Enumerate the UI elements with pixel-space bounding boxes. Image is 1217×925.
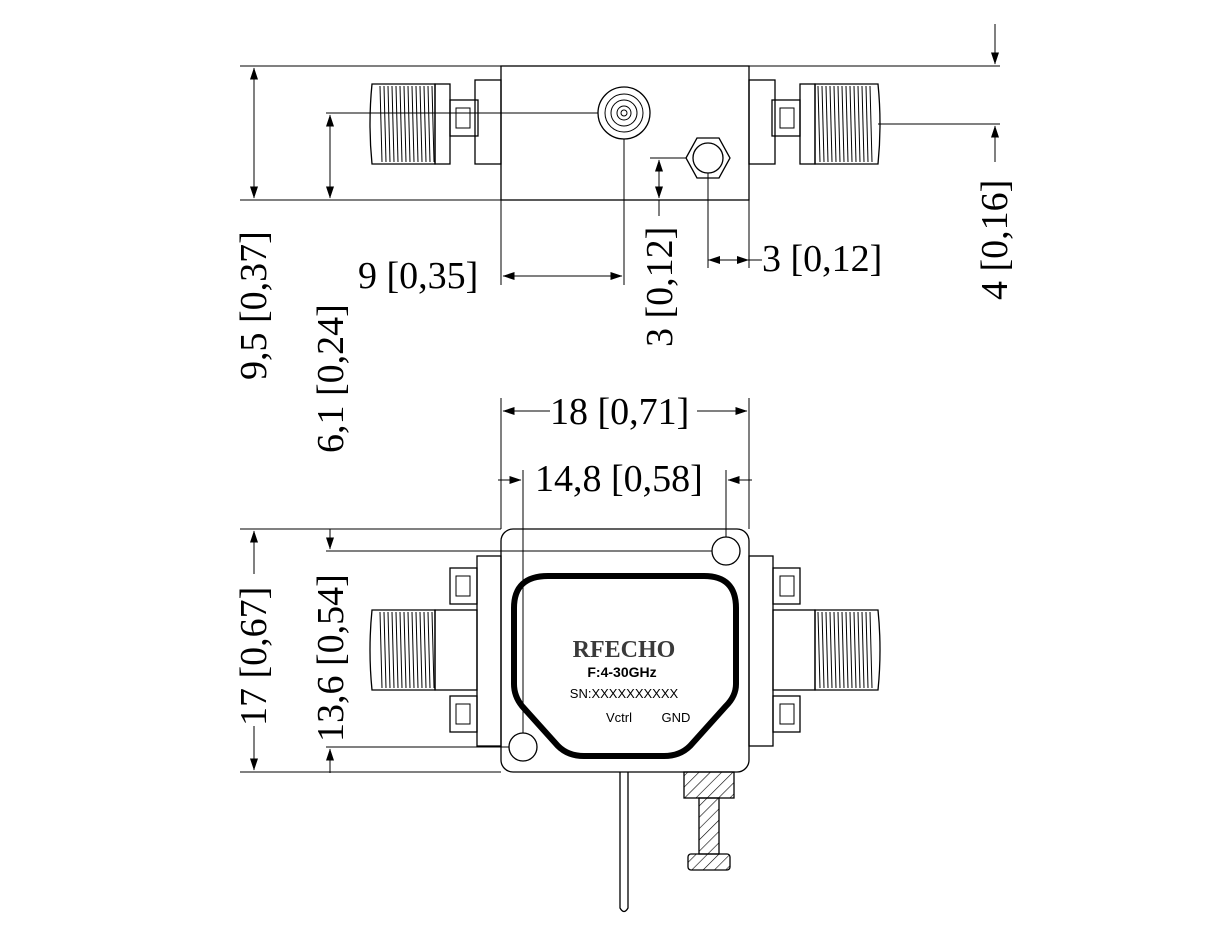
- thread-line: [861, 85, 865, 163]
- side-body: [500, 65, 750, 201]
- thread-lines: [817, 85, 873, 163]
- thread-line: [431, 611, 435, 689]
- thread-line: [845, 611, 849, 689]
- thread-line: [399, 611, 403, 689]
- thread-line: [391, 611, 395, 689]
- thread-line: [853, 611, 857, 689]
- dim-height-total: 9,5 [0,37]: [233, 231, 275, 380]
- mount-hole-top-right: [711, 536, 741, 566]
- dim-hole-spacing-x: 14,8 [0,58]: [535, 458, 703, 500]
- tuning-port: [597, 86, 651, 140]
- dim-body-height: 17 [0,67]: [233, 587, 275, 726]
- thread-line: [379, 85, 383, 163]
- serial-text: SN:XXXXXXXXXX: [570, 686, 679, 701]
- thread-line: [821, 611, 825, 689]
- thread-line: [841, 85, 845, 163]
- thread-line: [837, 611, 841, 689]
- thread-line: [415, 611, 419, 689]
- thread-line: [379, 611, 383, 689]
- thread-line: [423, 85, 427, 163]
- thread-line: [419, 611, 423, 689]
- thread-line: [841, 611, 845, 689]
- dim-body-width: 18 [0,71]: [550, 391, 689, 433]
- thread-line: [391, 85, 395, 163]
- frequency-text: F:4-30GHz: [587, 664, 656, 680]
- thread-line: [419, 85, 423, 163]
- thread-line: [817, 85, 821, 163]
- thread-line: [403, 85, 407, 163]
- thread-line: [849, 611, 853, 689]
- thread-line: [869, 611, 873, 689]
- thread-line: [865, 611, 869, 689]
- pin-gnd-text: GND: [662, 710, 691, 725]
- thread-line: [861, 611, 865, 689]
- thread-line: [817, 611, 821, 689]
- thread-line: [411, 85, 415, 163]
- thread-lines: [379, 611, 435, 689]
- thread-line: [849, 85, 853, 163]
- thread-line: [395, 611, 399, 689]
- brand-text: RFECHO: [573, 637, 676, 663]
- thread-line: [431, 85, 435, 163]
- thread-line: [427, 611, 431, 689]
- thread-line: [833, 85, 837, 163]
- side-view: 9,5 [0,37] 6,1 [0,24] 9 [0,35] 3 [0,12] …: [233, 24, 1016, 453]
- pin-vctrl-text: Vctrl: [606, 710, 632, 725]
- thread-line: [387, 611, 391, 689]
- dim-height-center: 6,1 [0,24]: [310, 304, 352, 453]
- thread-line: [837, 85, 841, 163]
- thread-line: [825, 85, 829, 163]
- thread-line: [407, 611, 411, 689]
- thread-line: [387, 85, 391, 163]
- top-view: RFECHO F:4-30GHz SN:XXXXXXXXXX Vctrl GND: [233, 391, 881, 913]
- thread-line: [857, 85, 861, 163]
- thread-line: [865, 85, 869, 163]
- thread-line: [411, 611, 415, 689]
- dim-ctrl-height: 3 [0,12]: [639, 227, 681, 347]
- thread-line: [423, 611, 427, 689]
- thread-line: [869, 85, 873, 163]
- thread-line: [829, 611, 833, 689]
- thread-line: [821, 85, 825, 163]
- thread-line: [427, 85, 431, 163]
- control-wire: [619, 772, 629, 913]
- dim-ctrl-offset: 3 [0,12]: [762, 238, 882, 280]
- thread-line: [383, 611, 387, 689]
- side-left-connector: [369, 79, 502, 165]
- thread-line: [399, 85, 403, 163]
- thread-line: [845, 85, 849, 163]
- top-right-connector: [748, 555, 881, 747]
- thread-lines: [379, 85, 435, 163]
- thread-line: [407, 85, 411, 163]
- thread-lines: [817, 611, 873, 689]
- thread-line: [825, 611, 829, 689]
- ground-screw: [683, 771, 735, 871]
- dim-tuning-pos-x: 9 [0,35]: [358, 255, 478, 297]
- thread-line: [829, 85, 833, 163]
- thread-line: [383, 85, 387, 163]
- thread-line: [395, 85, 399, 163]
- thread-line: [857, 611, 861, 689]
- dim-hole-spacing-y: 13,6 [0,54]: [310, 574, 352, 742]
- dim-connector-height: 4 [0,16]: [974, 180, 1016, 300]
- thread-line: [833, 611, 837, 689]
- thread-line: [415, 85, 419, 163]
- hex-control-pin: [685, 137, 731, 179]
- top-left-connector: [369, 555, 502, 747]
- thread-line: [853, 85, 857, 163]
- label-outline: [511, 573, 739, 759]
- thread-line: [403, 611, 407, 689]
- side-right-connector: [748, 79, 881, 165]
- mount-hole-bottom-left: [508, 732, 538, 762]
